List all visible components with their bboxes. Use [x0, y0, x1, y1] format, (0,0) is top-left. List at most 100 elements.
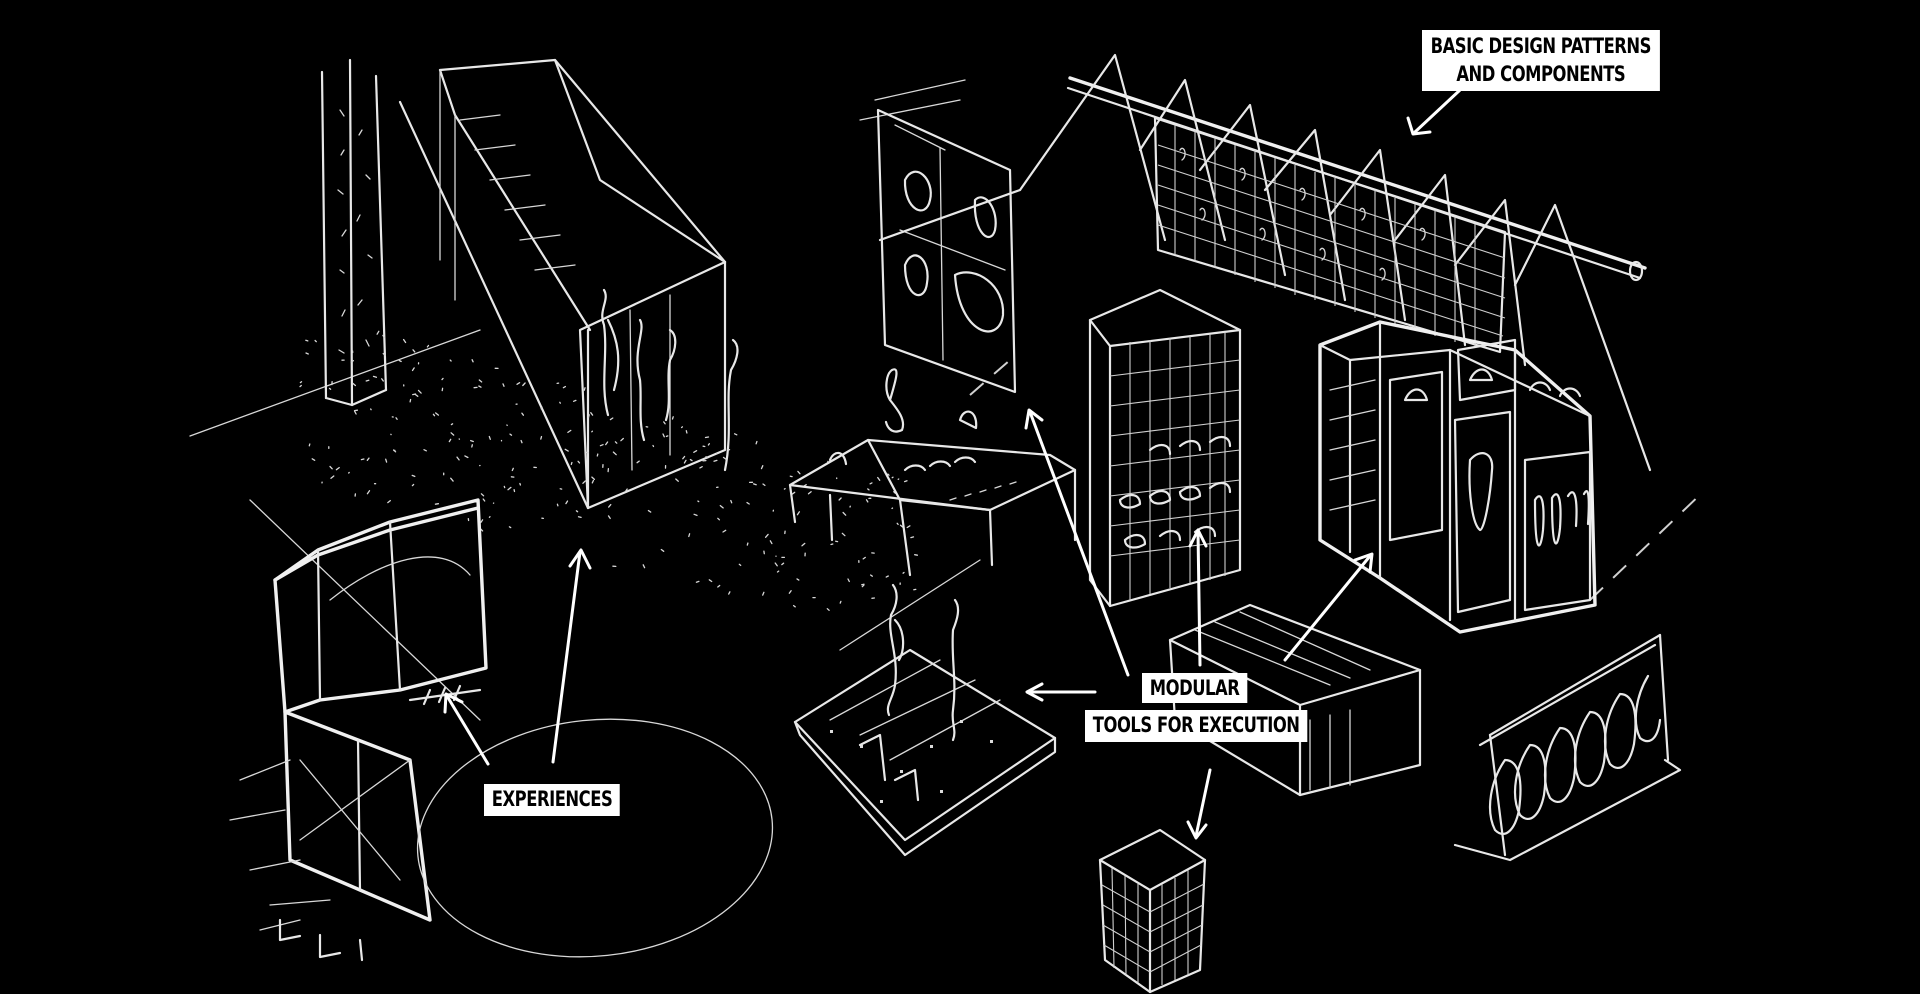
floor-speck — [704, 436, 710, 439]
clothing-rack — [1453, 633, 1682, 862]
floor-speck — [730, 499, 733, 504]
floor-speck — [572, 399, 577, 402]
speckled-floor — [299, 330, 919, 611]
floor-speck — [520, 439, 523, 444]
floor-speck — [620, 437, 624, 442]
floor-speck — [609, 417, 614, 421]
experiences-text: EXPERIENCES — [491, 787, 613, 811]
floor-speck — [762, 591, 765, 596]
floor-speck — [382, 334, 386, 339]
floor-speck — [556, 503, 559, 507]
grid-shelving — [1088, 288, 1242, 608]
floor-speck — [577, 516, 582, 519]
stair-frame — [398, 58, 739, 510]
floor-speck — [861, 584, 865, 588]
floor-speck — [577, 460, 581, 464]
floor-speck — [728, 591, 731, 595]
floor-speck — [305, 339, 309, 342]
cabinet-cluster — [1318, 320, 1597, 634]
floor-speck — [565, 500, 569, 505]
floor-speck — [360, 458, 365, 461]
floor-speck — [675, 478, 679, 482]
floor-speck — [680, 426, 684, 429]
floor-speck — [502, 383, 505, 387]
floor-speck — [722, 456, 727, 461]
tools-text: TOOLS FOR EXECUTION — [1092, 713, 1300, 737]
floor-speck — [398, 359, 402, 363]
floor-speck — [591, 479, 595, 484]
floor-speck — [591, 476, 596, 481]
floor-speck — [693, 513, 698, 517]
floor-speck — [570, 461, 573, 466]
floor-speck — [471, 444, 473, 448]
floor-speck — [540, 406, 543, 410]
floor-speck — [614, 441, 618, 444]
floor-speck — [869, 482, 873, 485]
floor-speck — [826, 608, 830, 611]
floor-speck — [733, 433, 738, 436]
floor-speck — [567, 429, 572, 434]
floor-speck — [717, 584, 721, 588]
floor-speck — [914, 554, 919, 556]
floor-speck — [488, 516, 491, 518]
floor-speck — [402, 338, 407, 344]
floor-speck — [624, 488, 628, 493]
floor-speck — [885, 575, 889, 578]
floor-speck — [488, 435, 491, 440]
floor-speck — [448, 438, 452, 443]
floor-speck — [801, 542, 806, 547]
floor-speck — [582, 480, 586, 484]
floor-speck — [746, 501, 750, 505]
floor-speck — [865, 499, 869, 503]
floor-speck — [838, 497, 842, 501]
floor-speck — [464, 455, 469, 459]
floor-speck — [507, 486, 512, 491]
floor-speck — [887, 473, 890, 476]
floor-speck — [480, 493, 485, 497]
floor-speck — [382, 352, 386, 357]
floor-speck — [695, 580, 700, 583]
tools-for-execution-label: TOOLS FOR EXECUTION — [1085, 710, 1308, 742]
floor-speck — [516, 382, 521, 385]
annotation-arrows — [443, 88, 1462, 840]
floor-speck — [480, 519, 484, 523]
floor-speck — [434, 412, 440, 416]
floor-speck — [583, 387, 586, 391]
floor-speck — [663, 421, 666, 425]
small-grid-box — [1098, 828, 1207, 994]
floor-speck — [896, 522, 899, 526]
floor-speck — [441, 377, 444, 381]
floor-speck — [575, 510, 579, 513]
floor-speck — [861, 583, 865, 586]
floor-speck — [329, 465, 333, 470]
folding-screen — [229, 498, 488, 962]
floor-speck — [869, 574, 873, 577]
floor-speck — [642, 564, 646, 569]
floor-speck — [365, 379, 370, 382]
floor-speck — [432, 413, 436, 417]
floor-speck — [508, 526, 512, 529]
floor-speck — [707, 443, 710, 446]
floor-speck — [774, 562, 778, 567]
floor-speck — [752, 483, 757, 486]
floor-speck — [521, 412, 525, 416]
floor-speck — [585, 451, 590, 454]
floor-speck — [299, 384, 302, 388]
floor-speck — [903, 480, 908, 483]
floor-speck — [607, 515, 611, 520]
floor-speck — [395, 417, 398, 420]
floor-speck — [409, 398, 412, 403]
floor-speck — [411, 483, 415, 487]
floor-speck — [471, 359, 474, 363]
floor-speck — [450, 477, 454, 482]
floor-speck — [902, 571, 905, 574]
floor-speck — [796, 511, 801, 516]
floor-speck — [348, 471, 350, 474]
floor-speck — [713, 459, 718, 462]
mannequin-platform — [793, 583, 1057, 857]
floor-speck — [417, 389, 422, 394]
wall-display-panel — [876, 108, 1017, 394]
floor-speck — [910, 536, 915, 539]
